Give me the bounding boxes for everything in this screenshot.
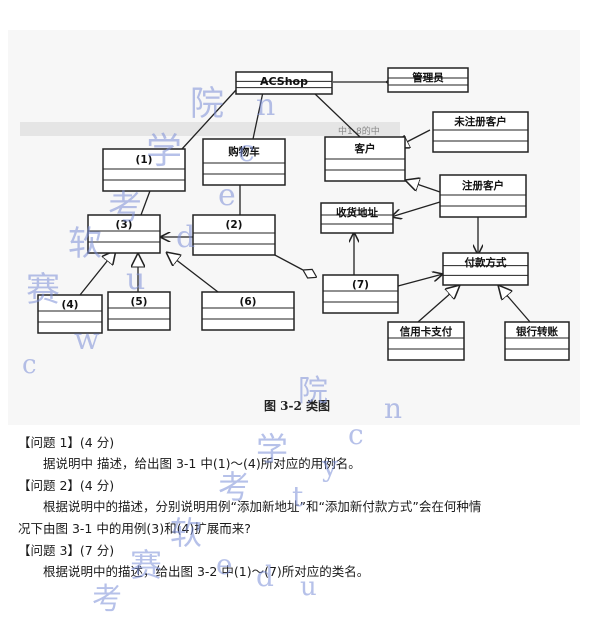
question-1-body: 据说明中 描述，给出图 3-1 中(1)～(4)所对应的用例名。 (43, 456, 361, 471)
edge-registered-address (391, 201, 441, 217)
class-box-c6: (6) (201, 291, 295, 331)
edge-registered-customer (405, 180, 441, 193)
class-box-frame (442, 252, 529, 286)
class-box-frame (387, 321, 465, 361)
class-name-bank: 银行转账 (516, 325, 558, 338)
edge-credit-payment (417, 285, 460, 323)
edge-c2-c7 (272, 253, 303, 270)
faded-scan-text: 中1-8的中 (338, 125, 380, 137)
class-box-c2: (2) (192, 214, 276, 256)
class-box-c1: (1) (102, 148, 186, 192)
question-3-body: 根据说明中的描述，给出图 3-2 中(1)～(7)所对应的类名。 (43, 564, 370, 579)
edge-acshop-c1 (181, 90, 236, 150)
class-name-acshop: ACShop (260, 75, 308, 88)
class-name-cart: 购物车 (228, 145, 260, 158)
class-box-frame (432, 111, 529, 153)
class-box-cart: 购物车 (202, 138, 286, 186)
question-2-title: 【问题 2】(4 分) (18, 478, 115, 493)
class-box-bank: 银行转账 (504, 321, 570, 361)
class-name-credit: 信用卡支付 (400, 325, 453, 338)
class-name-payment: 付款方式 (465, 256, 507, 269)
class-box-c7: (7) (322, 274, 399, 314)
class-diagram-figure: 中1-8的中 ACShop 管理员未注册客户 (1) 购物车 客户注册客户 (2) 收货地址… (8, 30, 580, 425)
class-box-frame (202, 138, 286, 186)
class-name-c3: (3) (116, 219, 133, 231)
class-box-credit: 信用卡支付 (387, 321, 465, 361)
class-box-customer: 客户 (324, 136, 406, 182)
question-3-title: 【问题 3】(7 分) (18, 543, 115, 558)
class-box-registered: 注册客户 (439, 174, 527, 218)
class-box-frame (192, 214, 276, 256)
class-name-customer: 客户 (354, 142, 376, 155)
class-box-frame (504, 321, 570, 361)
class-box-frame (235, 71, 333, 95)
question-2-body-continued: 况下由图 3-1 中的用例(3)和(4)扩展而来? (18, 521, 251, 536)
class-box-admin: 管理员 (387, 67, 469, 93)
class-box-frame (37, 294, 103, 334)
class-name-c6: (6) (240, 296, 257, 308)
class-box-frame (322, 274, 399, 314)
class-box-frame (201, 291, 295, 331)
class-box-c3: (3) (87, 214, 161, 254)
class-box-frame (102, 148, 186, 192)
figure-caption: 图 3-2 类图 (264, 398, 330, 413)
class-box-c5: (5) (107, 291, 171, 331)
class-name-c7: (7) (352, 279, 369, 291)
question-section: 【问题 1】(4 分) 据说明中 描述，给出图 3-1 中(1)～(4)所对应的… (18, 434, 578, 585)
class-box-frame (439, 174, 527, 218)
class-box-c4: (4) (37, 294, 103, 334)
edge-acshop-customer (312, 91, 361, 138)
edge-acshop-cart (252, 92, 263, 140)
class-box-frame (107, 291, 171, 331)
class-name-c4: (4) (62, 299, 79, 311)
class-box-address: 收货地址 (320, 202, 394, 234)
class-name-c5: (5) (131, 296, 148, 308)
edge-c6-c3 (166, 252, 219, 293)
class-name-registered: 注册客户 (462, 179, 504, 192)
class-name-admin: 管理员 (412, 71, 444, 84)
question-2-body: 根据说明中的描述，分别说明用例“添加新地址”和“添加新付款方式”会在何种情 (43, 499, 482, 514)
class-name-address: 收货地址 (336, 206, 378, 219)
class-box-frame (320, 202, 394, 234)
class-name-c2: (2) (226, 219, 243, 231)
class-box-unregistered: 未注册客户 (432, 111, 529, 153)
edge-bank-payment (498, 285, 531, 323)
edge-c4-c3 (79, 250, 116, 296)
question-1-title: 【问题 1】(4 分) (18, 435, 115, 450)
edge-c7-payment (397, 274, 443, 287)
scan-noise-band (20, 122, 400, 136)
class-box-payment: 付款方式 (442, 252, 529, 286)
class-name-unregistered: 未注册客户 (453, 115, 507, 128)
class-name-c1: (1) (136, 154, 153, 166)
class-box-frame (387, 67, 469, 93)
class-box-frame (87, 214, 161, 254)
class-box-acshop: ACShop (235, 71, 333, 95)
